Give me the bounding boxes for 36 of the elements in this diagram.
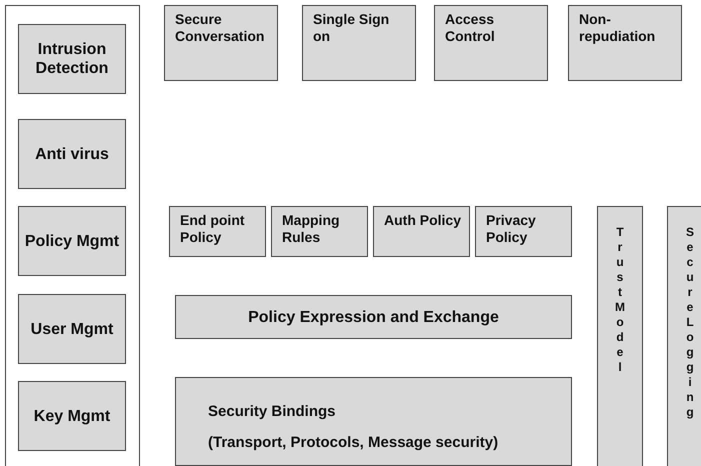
box-label: (Transport, Protocols, Message security): [208, 433, 500, 452]
component-box: [175, 295, 572, 339]
group-panel: [5, 5, 140, 466]
box-label: TrustModel: [613, 225, 627, 375]
component-box: [475, 206, 572, 257]
component-box: [175, 377, 572, 466]
component-box: [302, 5, 416, 81]
component-box: [271, 206, 368, 257]
box-label: Security Bindings: [208, 402, 337, 421]
component-box: [373, 206, 470, 257]
component-box: [18, 381, 126, 451]
component-box: [18, 206, 126, 276]
box-label: User Mgmt: [30, 320, 114, 338]
box-label: Mapping Rules: [282, 212, 341, 246]
component-box: [18, 294, 126, 364]
box-label: Access Control: [445, 11, 496, 45]
box-label: Non-repudiation: [579, 11, 656, 45]
box-label: Secure Conversation: [175, 11, 265, 45]
component-box: [18, 119, 126, 189]
box-label: Anti virus: [35, 144, 109, 164]
component-box: [164, 5, 278, 81]
box-label: SecureLogging: [683, 225, 697, 420]
box-label: Key Mgmt: [34, 406, 110, 426]
box-label: Policy Mgmt: [24, 232, 120, 250]
component-box: [18, 24, 126, 94]
component-box: [434, 5, 548, 81]
box-label: Single Sign on: [313, 11, 390, 45]
component-box: [169, 206, 266, 257]
box-label: Policy Expression and Exchange: [248, 308, 499, 326]
box-label: Auth Policy: [384, 212, 462, 229]
box-label: Intrusion Detection: [34, 40, 110, 78]
component-box: [667, 206, 701, 466]
component-box: [568, 5, 682, 81]
box-label: Privacy Policy: [486, 212, 537, 246]
box-label: End point Policy: [180, 212, 246, 246]
component-box: [597, 206, 643, 466]
